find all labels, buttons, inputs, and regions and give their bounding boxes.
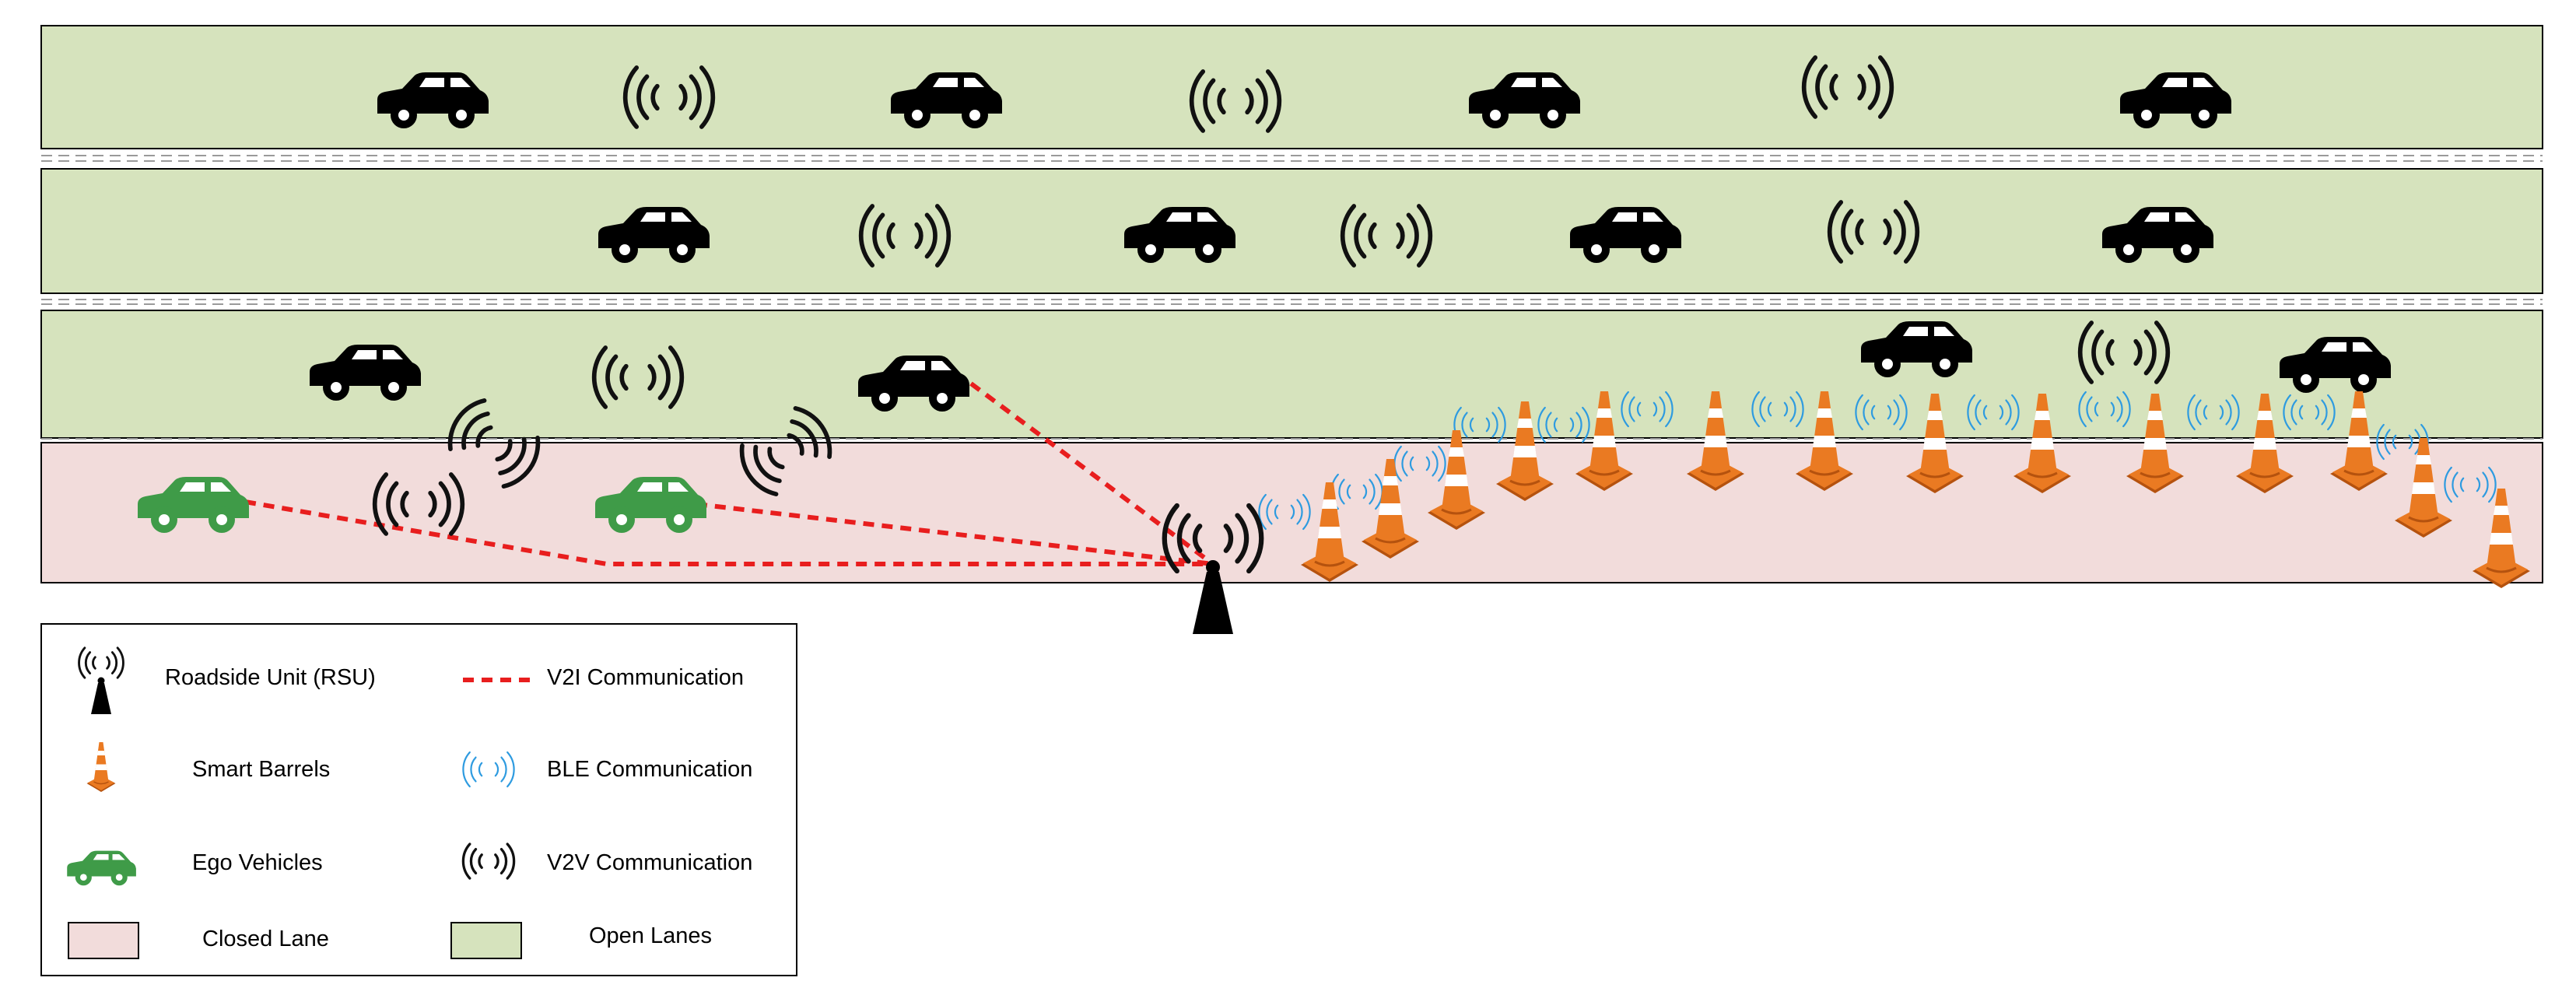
legend-ego-label: Ego Vehicles: [192, 850, 323, 875]
legend-closed-swatch: [68, 922, 139, 959]
legend-v2i-label: V2I Communication: [547, 665, 744, 690]
legend-open-label: Open Lanes: [589, 923, 712, 948]
legend-open-swatch: [450, 922, 522, 959]
lane-dividers: [41, 155, 2543, 440]
v2i-links: [244, 381, 1214, 566]
legend-v2v-label: V2V Communication: [547, 850, 752, 875]
legend-barrels-label: Smart Barrels: [192, 757, 330, 782]
road: [40, 25, 2543, 583]
closed-lane: [40, 442, 2543, 583]
v2i-link-ego-1: [244, 499, 1213, 566]
legend: Roadside Unit (RSU) V2I Communication Sm…: [40, 623, 797, 976]
legend-ble-label: BLE Communication: [547, 757, 752, 782]
v2i-link-car: [969, 381, 1214, 566]
v2i-link-ego-2: [696, 502, 1214, 566]
legend-rsu-label: Roadside Unit (RSU): [165, 665, 376, 690]
legend-box: [40, 623, 797, 976]
legend-closed-label: Closed Lane: [202, 927, 329, 951]
